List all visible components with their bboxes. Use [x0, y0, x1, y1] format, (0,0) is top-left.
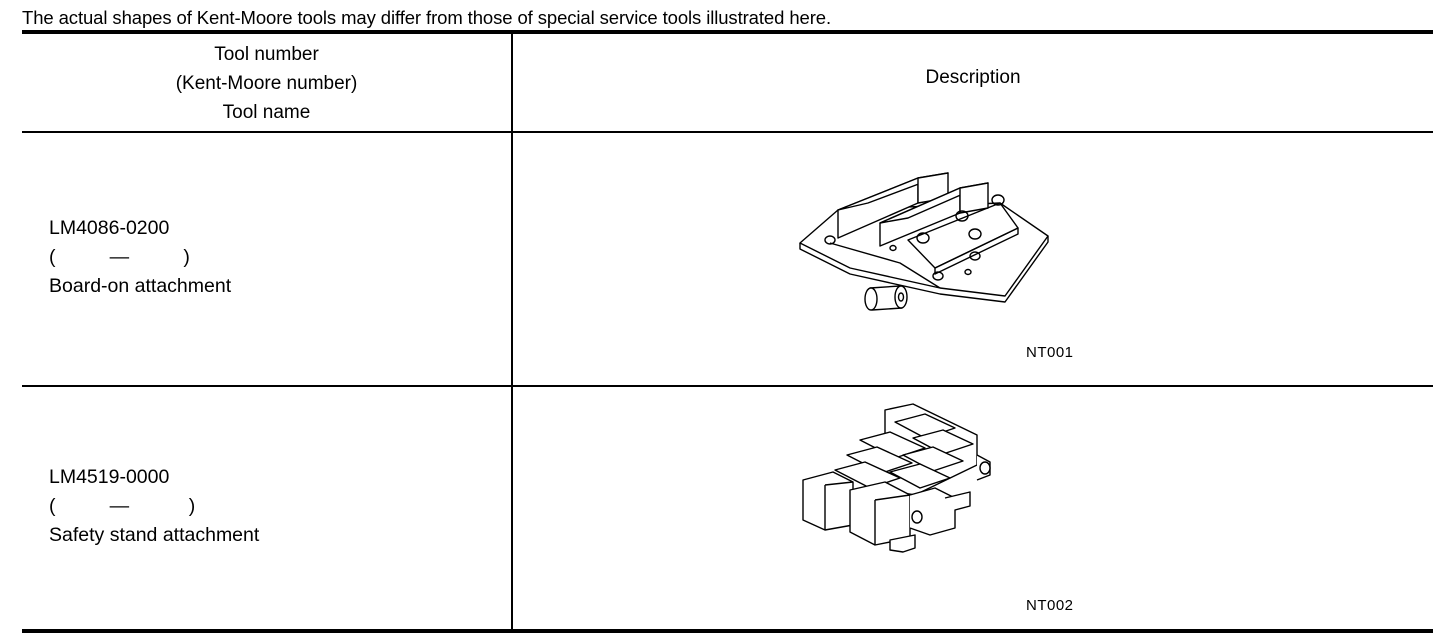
- table-bottom-rule: [22, 629, 1433, 633]
- table-row: LM4086-0200 ( — ) Board-on attachment: [49, 214, 231, 301]
- tool-number: LM4086-0200: [49, 217, 170, 239]
- row-divider: [22, 385, 1433, 387]
- column-divider: [511, 33, 513, 630]
- kent-moore-number: ( — ): [49, 495, 196, 517]
- table-row: LM4519-0000 ( — ) Safety stand attachmen…: [49, 463, 259, 550]
- tool-name: Board-on attachment: [49, 275, 232, 297]
- table-top-rule: [22, 30, 1433, 34]
- header-tool-number: Tool number: [214, 44, 319, 65]
- board-on-attachment-illustration: [799, 172, 1049, 311]
- header-tool-column: Tool number (Kent-Moore number) Tool nam…: [22, 40, 511, 127]
- figure-code: NT002: [1026, 597, 1074, 614]
- header-kent-moore-number: (Kent-Moore number): [175, 73, 358, 94]
- document-note: The actual shapes of Kent-Moore tools ma…: [22, 7, 831, 28]
- figure-code: NT001: [1026, 344, 1074, 361]
- safety-stand-attachment-illustration: [802, 403, 991, 553]
- tool-name: Safety stand attachment: [49, 524, 260, 546]
- tool-number: LM4519-0000: [49, 466, 170, 488]
- header-divider: [22, 131, 1433, 133]
- kent-moore-number: ( — ): [49, 246, 190, 268]
- header-description: Description: [925, 67, 1021, 88]
- header-tool-name: Tool name: [222, 102, 311, 123]
